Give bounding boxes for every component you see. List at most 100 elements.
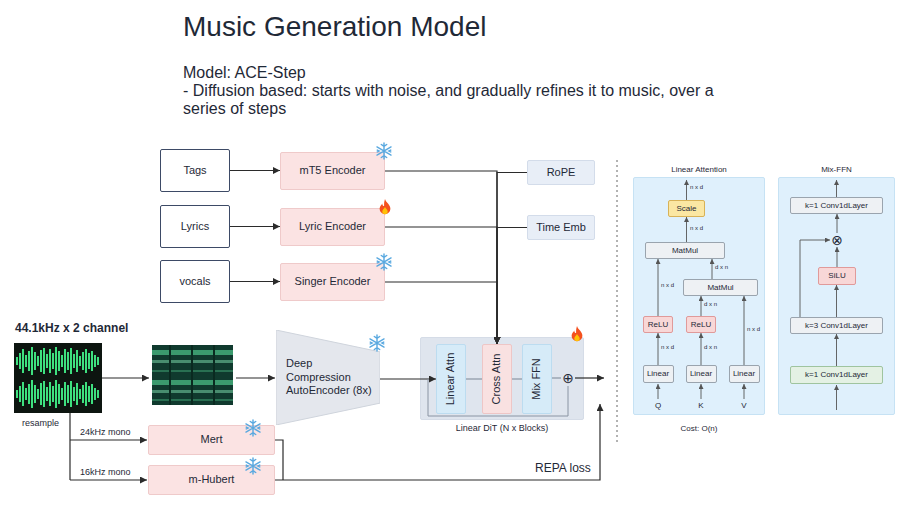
waveform-ground [14, 343, 102, 413]
input-arrow [744, 384, 745, 399]
flow-arrow [658, 259, 659, 316]
dimension-label: d x n [704, 344, 717, 351]
connector [497, 228, 527, 345]
op-label: ReLU [648, 320, 668, 330]
op-label: MatMul [672, 246, 698, 256]
flow-arrow [102, 377, 149, 378]
encoder-box: Lyric Encoder [280, 208, 385, 246]
conv-box: k=3 Conv1dLayer [790, 317, 883, 334]
resample-arrow [70, 439, 147, 440]
resample-line [69, 413, 70, 480]
frozen-icon [370, 335, 384, 351]
autoencoder-trapezoid: Deep Compression AutoEncoder (8x) [276, 330, 380, 425]
flow-arrow [686, 217, 687, 242]
flow-arrow [701, 296, 702, 316]
detail-panel: ScaleMatMulMatMulReLUReLULinearLinearLin… [633, 177, 765, 415]
frozen-icon [377, 143, 391, 159]
line-label: 16kHz mono [80, 467, 131, 478]
input-label: vocals [179, 275, 210, 288]
dimension-label: n x d [661, 282, 674, 289]
separator-line [617, 160, 618, 445]
embedding-label: Time Emb [536, 221, 586, 234]
connector [512, 378, 522, 379]
flow-lines [70, 378, 604, 480]
op-box: ReLU [686, 316, 716, 333]
flow-arrow [837, 247, 838, 267]
op-box: MatMul [683, 279, 758, 296]
op-label: Scale [676, 204, 696, 214]
connector [385, 282, 497, 344]
input-name: V [741, 401, 746, 411]
flow-arrow [712, 259, 713, 279]
connector [385, 171, 497, 344]
frozen-icon [246, 458, 260, 474]
encoder-label: Singer Encoder [295, 275, 371, 288]
frozen-icon [377, 254, 391, 270]
op-label: MatMul [707, 283, 733, 293]
input-name: Q [655, 401, 661, 411]
dimension-label: d x n [704, 301, 717, 308]
conv-box: k=1 Conv1dLayer [790, 197, 883, 214]
attention-layer: Cross Attn [482, 344, 512, 414]
dimension-label: n x d [690, 225, 703, 232]
waveform-channel [17, 347, 98, 375]
spectrogram-ground [152, 345, 233, 405]
trapezoid-shape [276, 330, 380, 425]
loss-label: REPA loss [535, 461, 591, 475]
line-label: 24kHz mono [80, 427, 131, 438]
connector [552, 377, 561, 378]
input-name: K [698, 401, 703, 411]
output-arrow [575, 377, 604, 378]
connector [385, 227, 497, 344]
connector [466, 378, 482, 379]
cost-note: Cost: O(n) [681, 424, 718, 434]
trainable-icon [572, 326, 583, 341]
connector [230, 170, 280, 171]
dimension-label: d x n [715, 264, 728, 271]
encoder-box: Singer Encoder [280, 263, 385, 301]
resample-arrow [70, 479, 147, 480]
layer-label: Cross Attn [490, 354, 503, 405]
encoder-label: Lyric Encoder [299, 220, 366, 233]
flow-arrow [658, 333, 659, 365]
encoder-box: mT5 Encoder [280, 152, 385, 190]
encoder-label: Mert [201, 433, 223, 446]
panel-heading: Linear Attention [634, 165, 764, 175]
encoder-box: m-Hubert [148, 465, 275, 495]
flow-arrow [744, 296, 745, 365]
operator-symbol: ⊕ [562, 371, 574, 385]
input-label: Tags [183, 164, 206, 177]
flow-arrow [836, 334, 837, 366]
activation-box: SiLU [818, 267, 856, 285]
trainable-icon [380, 199, 391, 214]
op-label: Linear [733, 369, 755, 379]
dimension-label: n x d [661, 344, 674, 351]
subtitle: Model: ACE-Step [183, 63, 306, 82]
attention-layer: Linear Attn [436, 344, 466, 414]
spectrogram-streak [170, 345, 214, 405]
input-box: vocals [160, 260, 230, 303]
line-label: resample [22, 418, 59, 429]
layer-label: Mix FFN [530, 358, 543, 400]
connector [230, 226, 280, 227]
ffn-layer: Mix FFN [522, 344, 552, 414]
op-box: MatMul [645, 242, 725, 259]
op-label: ReLU [691, 320, 711, 330]
op-label: k=3 Conv1dLayer [805, 321, 868, 331]
residual-line [428, 379, 568, 416]
panel-lines [658, 180, 837, 410]
connector-group [230, 171, 837, 380]
repa-arrow [275, 404, 600, 480]
input-arrow [701, 384, 702, 399]
input-label: Lyrics [181, 220, 209, 233]
output-arrow [836, 180, 837, 197]
input-caption: 44.1kHz x 2 channel [15, 321, 128, 335]
flow-arrow [701, 333, 702, 365]
block-caption: Linear DiT (N x Blocks) [421, 423, 583, 434]
op-label: Linear [690, 369, 712, 379]
flow-arrow [836, 285, 837, 317]
input-arrow [658, 384, 659, 399]
